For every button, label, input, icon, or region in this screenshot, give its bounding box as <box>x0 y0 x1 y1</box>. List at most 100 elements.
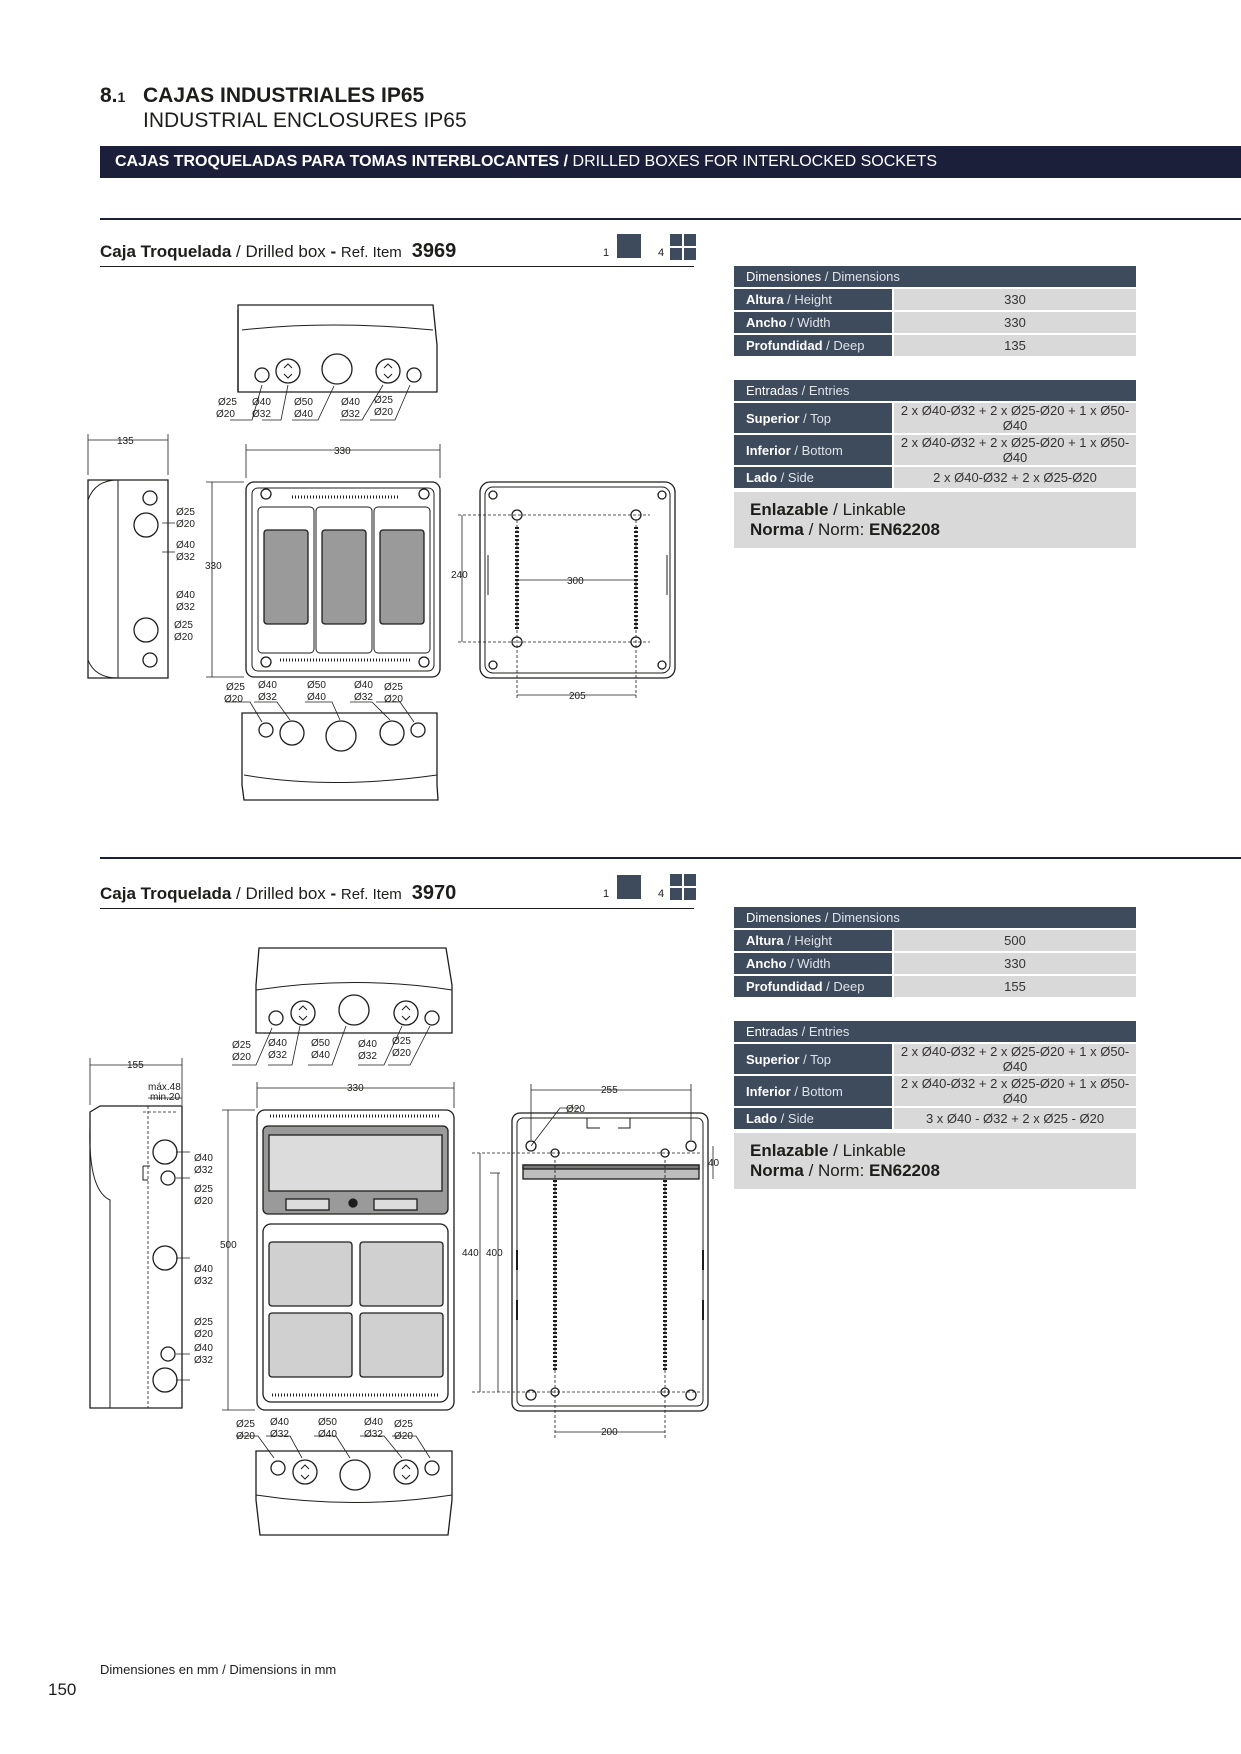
hole-large-icon <box>338 994 370 1026</box>
interlock-hole-icon <box>152 1367 178 1393</box>
linkable-norm-box: Enlazable / Linkable Norma / Norm: EN622… <box>734 1133 1136 1189</box>
interlock-hole-icon <box>292 1459 318 1485</box>
dimensions-table: Dimensiones / Dimensions Altura / Height… <box>734 905 1136 999</box>
svg-text:300: 300 <box>567 576 584 587</box>
hole-small-icon <box>424 1460 440 1476</box>
pack-qty-4: 4 <box>658 888 665 900</box>
section-divider <box>100 218 1241 220</box>
ref-number: 3970 <box>411 882 457 904</box>
svg-text:Ø25: Ø25 <box>392 1036 411 1047</box>
hole-small-icon <box>268 1010 284 1026</box>
interlock-hole-icon <box>379 720 405 746</box>
linkable-norm-box: Enlazable / Linkable Norma / Norm: EN622… <box>734 492 1136 548</box>
interlock-hole-icon <box>152 1139 178 1165</box>
hole-small-icon <box>160 1346 176 1362</box>
svg-text:255: 255 <box>601 1085 618 1096</box>
hole-large-icon <box>339 1459 371 1491</box>
interlock-hole-icon <box>275 358 301 384</box>
svg-text:Ø40: Ø40 <box>194 1264 213 1275</box>
multi-pack-icon <box>670 874 696 900</box>
single-pack-icon <box>617 875 641 899</box>
svg-text:Ø20: Ø20 <box>374 407 393 418</box>
svg-text:Ø40: Ø40 <box>311 1050 330 1061</box>
svg-text:240: 240 <box>451 570 468 581</box>
svg-text:Ø20: Ø20 <box>394 1431 413 1442</box>
svg-text:400: 400 <box>486 1248 503 1259</box>
table-header: Entradas / Entries <box>734 1021 1136 1042</box>
svg-text:Ø50: Ø50 <box>311 1038 330 1049</box>
svg-text:Ø20: Ø20 <box>216 409 235 420</box>
svg-text:Ø20: Ø20 <box>224 694 243 705</box>
svg-text:330: 330 <box>334 446 351 457</box>
pack-qty-4: 4 <box>658 247 665 259</box>
ref-number: 3969 <box>411 240 457 262</box>
page-title: CAJAS INDUSTRIALES IP65 <box>143 84 425 107</box>
svg-text:Ø25: Ø25 <box>176 507 195 518</box>
svg-text:330: 330 <box>347 1083 364 1094</box>
svg-text:135: 135 <box>117 436 134 447</box>
hole-large-icon <box>321 353 353 385</box>
hole-small-icon <box>258 722 274 738</box>
svg-text:Ø25: Ø25 <box>384 682 403 693</box>
svg-text:Ø40: Ø40 <box>307 692 326 703</box>
svg-text:Ø32: Ø32 <box>176 552 195 563</box>
svg-text:Ø32: Ø32 <box>358 1051 377 1062</box>
table-header: Dimensiones / Dimensions <box>734 907 1136 928</box>
svg-text:Ø40: Ø40 <box>318 1429 337 1440</box>
svg-text:Ø40: Ø40 <box>176 540 195 551</box>
svg-text:40: 40 <box>708 1158 720 1169</box>
svg-text:Ø25: Ø25 <box>232 1040 251 1051</box>
interlock-hole-icon <box>393 1459 419 1485</box>
svg-text:200: 200 <box>601 1427 618 1438</box>
heading-underline <box>100 266 694 267</box>
svg-text:Ø25: Ø25 <box>194 1184 213 1195</box>
svg-text:Ø20: Ø20 <box>236 1431 255 1442</box>
interlock-hole-icon <box>133 512 159 538</box>
svg-text:Ø25: Ø25 <box>174 620 193 631</box>
svg-text:330: 330 <box>205 561 222 572</box>
svg-text:Ø25: Ø25 <box>374 395 393 406</box>
svg-text:Ø32: Ø32 <box>268 1050 287 1061</box>
interlock-hole-icon <box>133 617 159 643</box>
svg-text:Ø20: Ø20 <box>392 1048 411 1059</box>
hole-small-icon <box>424 1010 440 1026</box>
hole-small-icon <box>410 722 426 738</box>
svg-text:Ø32: Ø32 <box>341 409 360 420</box>
technical-drawing-3969: Ø25 Ø20 Ø40 Ø32 Ø50 Ø40 Ø40 Ø32 Ø25 Ø20 … <box>87 304 676 801</box>
multi-pack-icon <box>670 234 696 260</box>
hole-small-icon <box>270 1460 286 1476</box>
product-heading: Caja Troquelada / Drilled box - Ref. Ite… <box>100 240 457 262</box>
svg-text:Ø40: Ø40 <box>341 397 360 408</box>
svg-text:Ø40: Ø40 <box>176 590 195 601</box>
svg-text:Ø50: Ø50 <box>294 397 313 408</box>
section-divider <box>100 857 1241 859</box>
svg-text:Ø40: Ø40 <box>358 1039 377 1050</box>
svg-text:Ø32: Ø32 <box>194 1276 213 1287</box>
category-band: CAJAS TROQUELADAS PARA TOMAS INTERBLOCAN… <box>100 146 1241 178</box>
svg-text:Ø32: Ø32 <box>270 1429 289 1440</box>
hole-small-icon <box>142 652 158 668</box>
table-header: Dimensiones / Dimensions <box>734 266 1136 287</box>
svg-text:Ø25: Ø25 <box>236 1419 255 1430</box>
svg-text:Ø20: Ø20 <box>566 1104 585 1115</box>
interlock-hole-icon <box>152 1245 178 1271</box>
hole-small-icon <box>160 1170 176 1186</box>
svg-text:Ø32: Ø32 <box>252 409 271 420</box>
svg-text:Ø40: Ø40 <box>194 1343 213 1354</box>
svg-text:Ø20: Ø20 <box>176 519 195 530</box>
table-header: Entradas / Entries <box>734 380 1136 401</box>
dimensions-table: Dimensiones / Dimensions Altura / Height… <box>734 264 1136 358</box>
svg-text:Ø32: Ø32 <box>364 1429 383 1440</box>
